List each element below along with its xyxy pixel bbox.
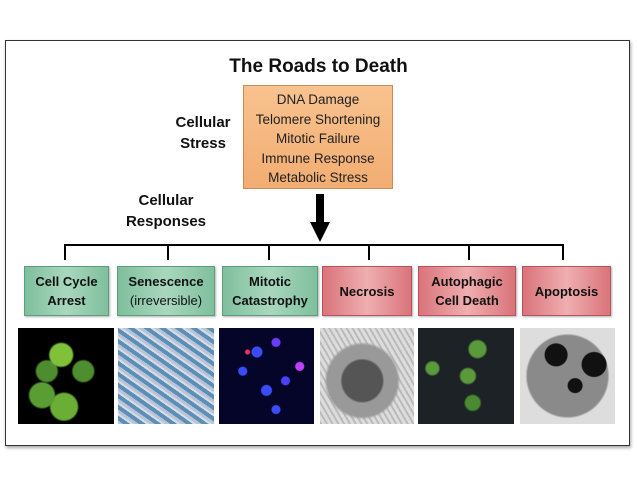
senescence-image — [118, 328, 214, 424]
stress-item: Metabolic Stress — [268, 170, 368, 185]
response-label: Senescence — [128, 274, 204, 289]
label-line: Responses — [125, 213, 207, 230]
branch-line — [65, 244, 564, 246]
response-necrosis: Necrosis — [322, 266, 412, 316]
response-label: Autophagic — [431, 274, 503, 289]
arrow-shaft — [316, 194, 324, 224]
stress-item: Telomere Shortening — [255, 111, 381, 127]
response-label: (irreversible) — [129, 293, 203, 308]
branch-connector — [167, 244, 169, 260]
response-label: Apoptosis — [534, 283, 599, 299]
cellular-responses-label: Cellular Responses — [116, 190, 216, 232]
arrow-down-icon — [310, 222, 330, 242]
branch-connector — [268, 244, 270, 260]
label-line: Cellular — [138, 192, 194, 209]
stress-item: Mitotic Failure — [275, 131, 361, 146]
label-line: Cellular — [175, 114, 231, 131]
stress-item: Immune Response — [261, 150, 375, 166]
response-label: Necrosis — [339, 283, 395, 299]
response-apoptosis: Apoptosis — [522, 266, 611, 316]
cellular-stress-label: Cellular Stress — [163, 112, 243, 154]
response-label: Catastrophy — [232, 293, 308, 308]
stress-box: DNA Damage Telomere Shortening Mitotic F… — [243, 85, 393, 189]
branch-connector — [562, 244, 564, 260]
apoptosis-image — [520, 328, 615, 424]
branch-connector — [64, 244, 66, 260]
necrosis-image — [320, 328, 414, 424]
response-senescence: Senescence (irreversible) — [117, 266, 215, 316]
response-label: Arrest — [47, 293, 86, 308]
branch-connector — [468, 244, 470, 260]
autophagic-cell-death-image — [418, 328, 514, 424]
response-label: Mitotic — [249, 274, 291, 289]
cell-cycle-arrest-image — [18, 328, 114, 424]
stress-item: DNA Damage — [276, 92, 360, 107]
label-line: Stress — [180, 135, 226, 152]
response-label: Cell Death — [435, 293, 499, 308]
branch-connector — [368, 244, 370, 260]
mitotic-catastrophy-image — [219, 328, 314, 424]
diagram-title: The Roads to Death — [229, 56, 408, 77]
response-label: Cell Cycle — [35, 274, 98, 289]
